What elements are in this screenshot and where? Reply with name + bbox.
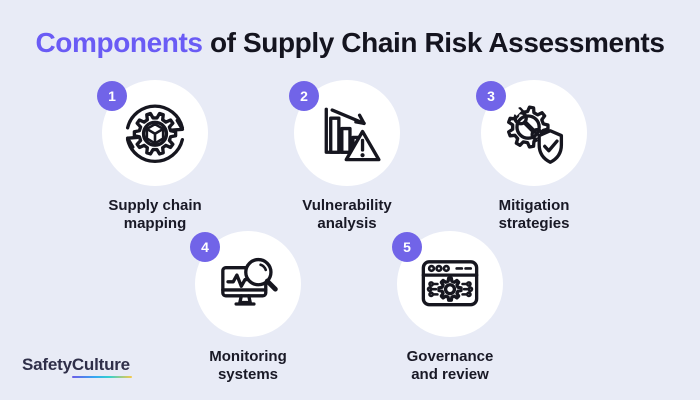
brand-part-safety: Safety bbox=[22, 355, 72, 374]
supply-chain-cycle-icon bbox=[125, 104, 185, 164]
gear-wrench-shield-icon bbox=[507, 105, 564, 164]
component-item-supply-chain-mapping: 1 Supply chain mapping bbox=[75, 80, 235, 234]
icon-circle: 1 bbox=[97, 80, 208, 186]
icon-circle: 4 bbox=[190, 231, 301, 337]
safetyculture-logo: SafetyCulture bbox=[22, 355, 132, 378]
declining-chart-warning-icon bbox=[324, 107, 381, 162]
page-title: Components of Supply Chain Risk Assessme… bbox=[0, 27, 700, 59]
item-label: Mitigation strategies bbox=[498, 197, 570, 233]
number-badge: 1 bbox=[97, 81, 127, 111]
item-label: Vulnerability analysis bbox=[302, 197, 392, 233]
component-item-mitigation-strategies: 3 Mitigation strategies bbox=[454, 80, 614, 234]
number-badge: 5 bbox=[392, 232, 422, 262]
component-item-vulnerability-analysis: 2 Vulnerability analysis bbox=[267, 80, 427, 234]
number-badge: 4 bbox=[190, 232, 220, 262]
component-item-governance-and-review: 5 Governance and rev bbox=[370, 231, 530, 385]
brand-part-culture: Culture bbox=[71, 355, 132, 378]
page-title-rest: of Supply Chain Risk Assessments bbox=[202, 27, 665, 58]
brand-gradient-underline bbox=[71, 375, 132, 378]
icon-circle: 5 bbox=[392, 231, 503, 337]
monitor-magnifier-icon bbox=[221, 257, 278, 306]
number-badge: 2 bbox=[289, 81, 319, 111]
number-badge: 3 bbox=[476, 81, 506, 111]
item-label: Monitoring systems bbox=[209, 348, 287, 384]
page-title-highlight: Components bbox=[35, 27, 203, 58]
component-item-monitoring-systems: 4 Monitoring systems bbox=[168, 231, 328, 385]
browser-gear-circuit-icon bbox=[421, 260, 479, 307]
icon-circle: 3 bbox=[476, 80, 587, 186]
item-label: Supply chain mapping bbox=[108, 197, 202, 233]
icon-circle: 2 bbox=[289, 80, 400, 186]
item-label: Governance and review bbox=[406, 348, 494, 384]
